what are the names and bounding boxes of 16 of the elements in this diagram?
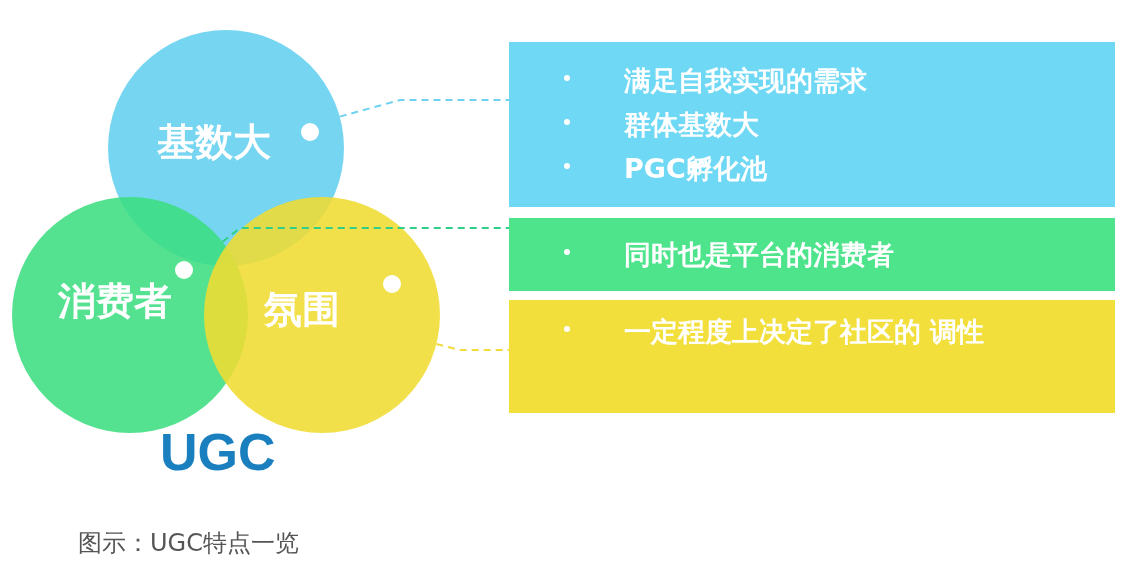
bullet-text: PGC孵化池 <box>624 151 768 186</box>
info-panel <box>509 218 1115 291</box>
circle-label: 消费者 <box>58 277 172 325</box>
circle-label: 氛围 <box>264 285 340 333</box>
info-panel <box>509 300 1115 413</box>
bullet-text: 满足自我实现的需求 <box>624 63 868 98</box>
leader-line <box>221 227 510 243</box>
leader-line <box>338 99 510 118</box>
caption: 图示：UGC特点一览 <box>78 528 299 559</box>
bullet-text: 群体基数大 <box>624 107 760 142</box>
leader-line <box>435 343 510 351</box>
circle-label: 基数大 <box>157 118 271 166</box>
info-panel <box>509 42 1115 207</box>
bullet-text: 同时也是平台的消费者 <box>624 237 895 272</box>
title-text: UGC <box>160 422 276 482</box>
bullet-text: 一定程度上决定了社区的 调性 <box>624 315 986 349</box>
